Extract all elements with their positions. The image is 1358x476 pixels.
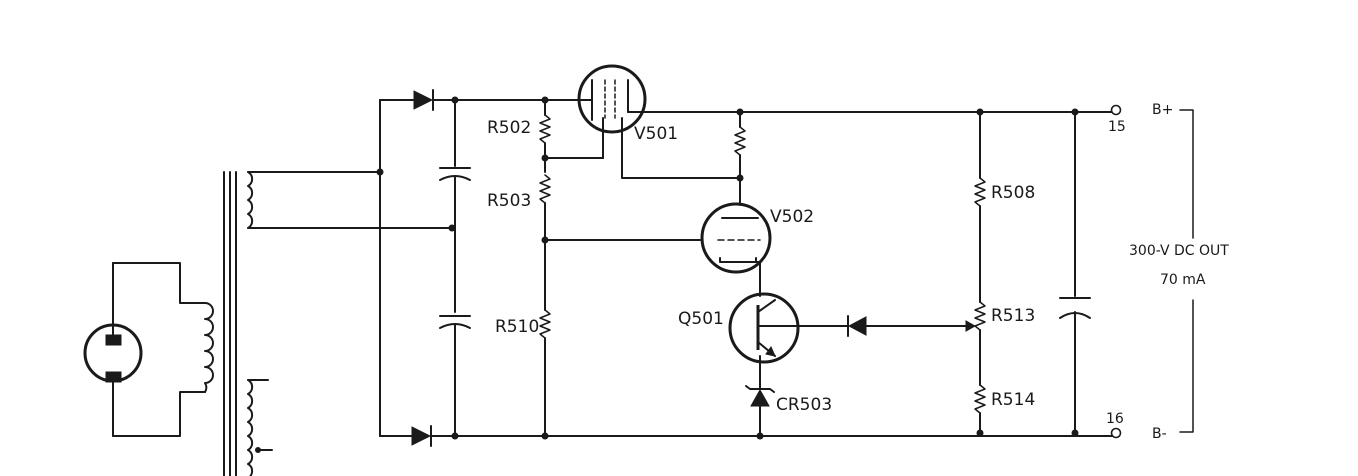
label-cr503: CR503 — [776, 395, 832, 415]
label-r513: R513 — [991, 306, 1035, 326]
label-r508: R508 — [991, 183, 1035, 203]
output-capacitor — [1059, 111, 1091, 434]
rectifier-wiring — [371, 99, 415, 437]
v501-tube — [544, 64, 741, 179]
cr503-zener-diode — [745, 385, 775, 437]
output-bracket — [1179, 109, 1194, 433]
rectifier-diode-bottom — [411, 425, 432, 447]
label-v501: V501 — [634, 124, 678, 144]
filter-capacitors — [432, 96, 546, 440]
input-plug — [83, 262, 143, 437]
transformer-primary-coil — [204, 302, 214, 393]
r503-resistor — [539, 154, 701, 244]
label-v502: V502 — [770, 207, 814, 227]
label-output-voltage: 300-V DC OUT — [1129, 243, 1229, 259]
output-terminals — [1110, 104, 1122, 439]
r508-resistor — [974, 111, 986, 303]
transformer-secondary-low — [247, 379, 273, 476]
v502-tube — [700, 202, 772, 297]
transformer-secondary-high — [247, 171, 453, 229]
label-r514: R514 — [991, 390, 1035, 410]
label-terminal-16: 16 — [1106, 411, 1124, 427]
label-r502: R502 — [487, 118, 531, 138]
label-r503: R503 — [487, 191, 531, 211]
control-diode — [797, 315, 977, 337]
r513-potentiometer — [974, 301, 986, 386]
b-plus-rail — [631, 108, 1113, 116]
label-q501: Q501 — [678, 309, 724, 329]
label-terminal-15: 15 — [1108, 119, 1126, 135]
label-b-minus: B- — [1152, 426, 1167, 442]
primary-wiring — [112, 262, 206, 437]
rectifier-diode-top — [413, 89, 434, 111]
r510-resistor — [539, 239, 551, 437]
r514-resistor — [974, 384, 986, 434]
v502-plate-resistor — [734, 111, 746, 206]
label-b-plus: B+ — [1152, 102, 1173, 118]
transformer-core — [223, 171, 237, 476]
q501-transistor — [728, 292, 800, 389]
b-minus-rail — [430, 429, 1113, 440]
label-output-current: 70 mA — [1160, 272, 1206, 288]
label-r510: R510 — [495, 317, 539, 337]
